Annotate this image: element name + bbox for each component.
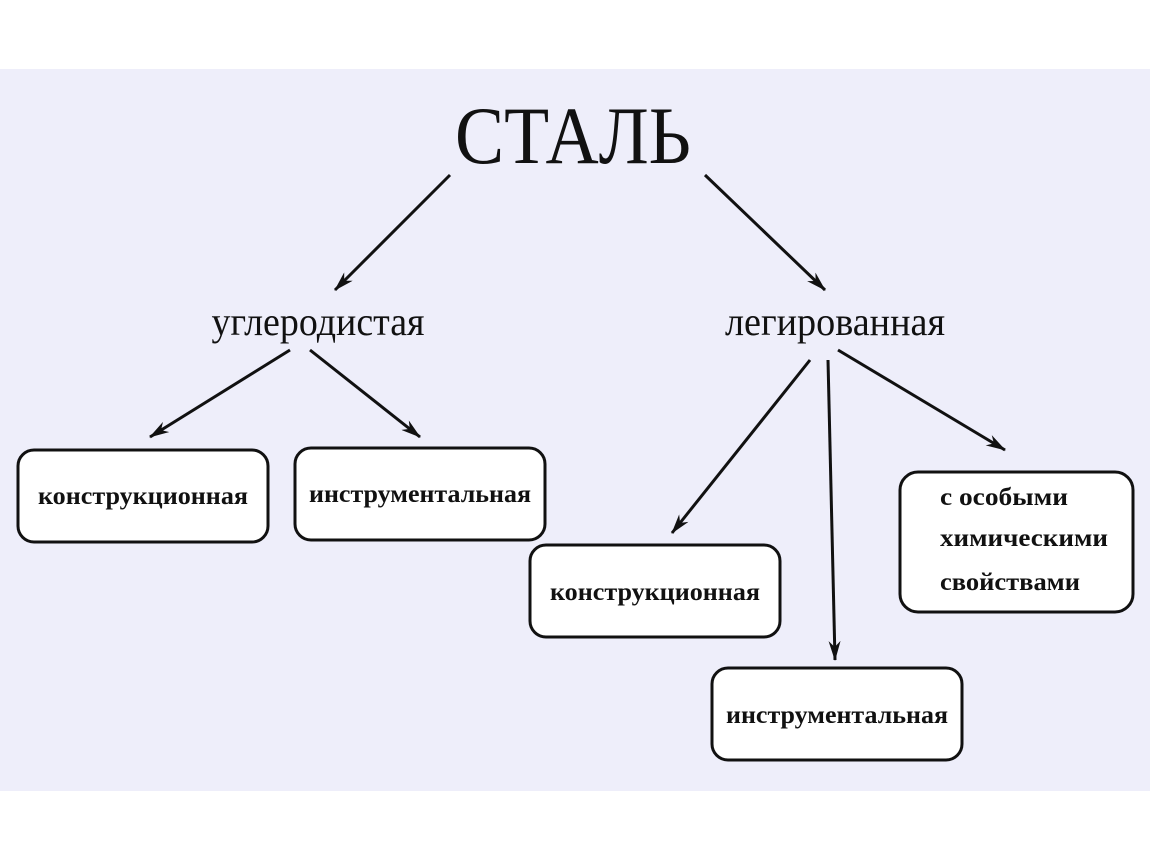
svg-text:с особыми: с особыми	[940, 484, 1068, 511]
box-alloy-special-chemical: с особыми химическими свойствами	[898, 470, 1135, 614]
svg-text:конструкционная: конструкционная	[38, 483, 248, 510]
arrow-alloy-tool	[826, 359, 841, 661]
carbon-steel-label: углеродистая	[212, 299, 425, 344]
svg-text:конструкционная: конструкционная	[550, 579, 760, 606]
arrow-to-alloy	[703, 173, 827, 292]
svg-text:инструментальная: инструментальная	[309, 481, 531, 508]
diagram-background	[0, 69, 1150, 791]
arrow-to-carbon	[333, 173, 452, 292]
box-alloy-structural: конструкционная	[528, 543, 782, 639]
title-steel: СТАЛЬ	[455, 90, 691, 181]
box-carbon-tool: инструментальная	[293, 446, 547, 542]
svg-text:инструментальная: инструментальная	[726, 702, 948, 729]
svg-text:свойствами: свойствами	[940, 569, 1080, 596]
svg-text:химическими: химическими	[940, 525, 1108, 552]
arrow-carbon-structural	[149, 348, 291, 439]
arrow-carbon-tool	[309, 348, 421, 439]
arrow-alloy-structural	[670, 359, 812, 534]
alloy-steel-label: легированная	[725, 299, 945, 344]
box-alloy-tool: инструментальная	[710, 666, 964, 762]
box-carbon-structural: конструкционная	[16, 448, 270, 544]
arrow-alloy-special	[837, 348, 1006, 452]
